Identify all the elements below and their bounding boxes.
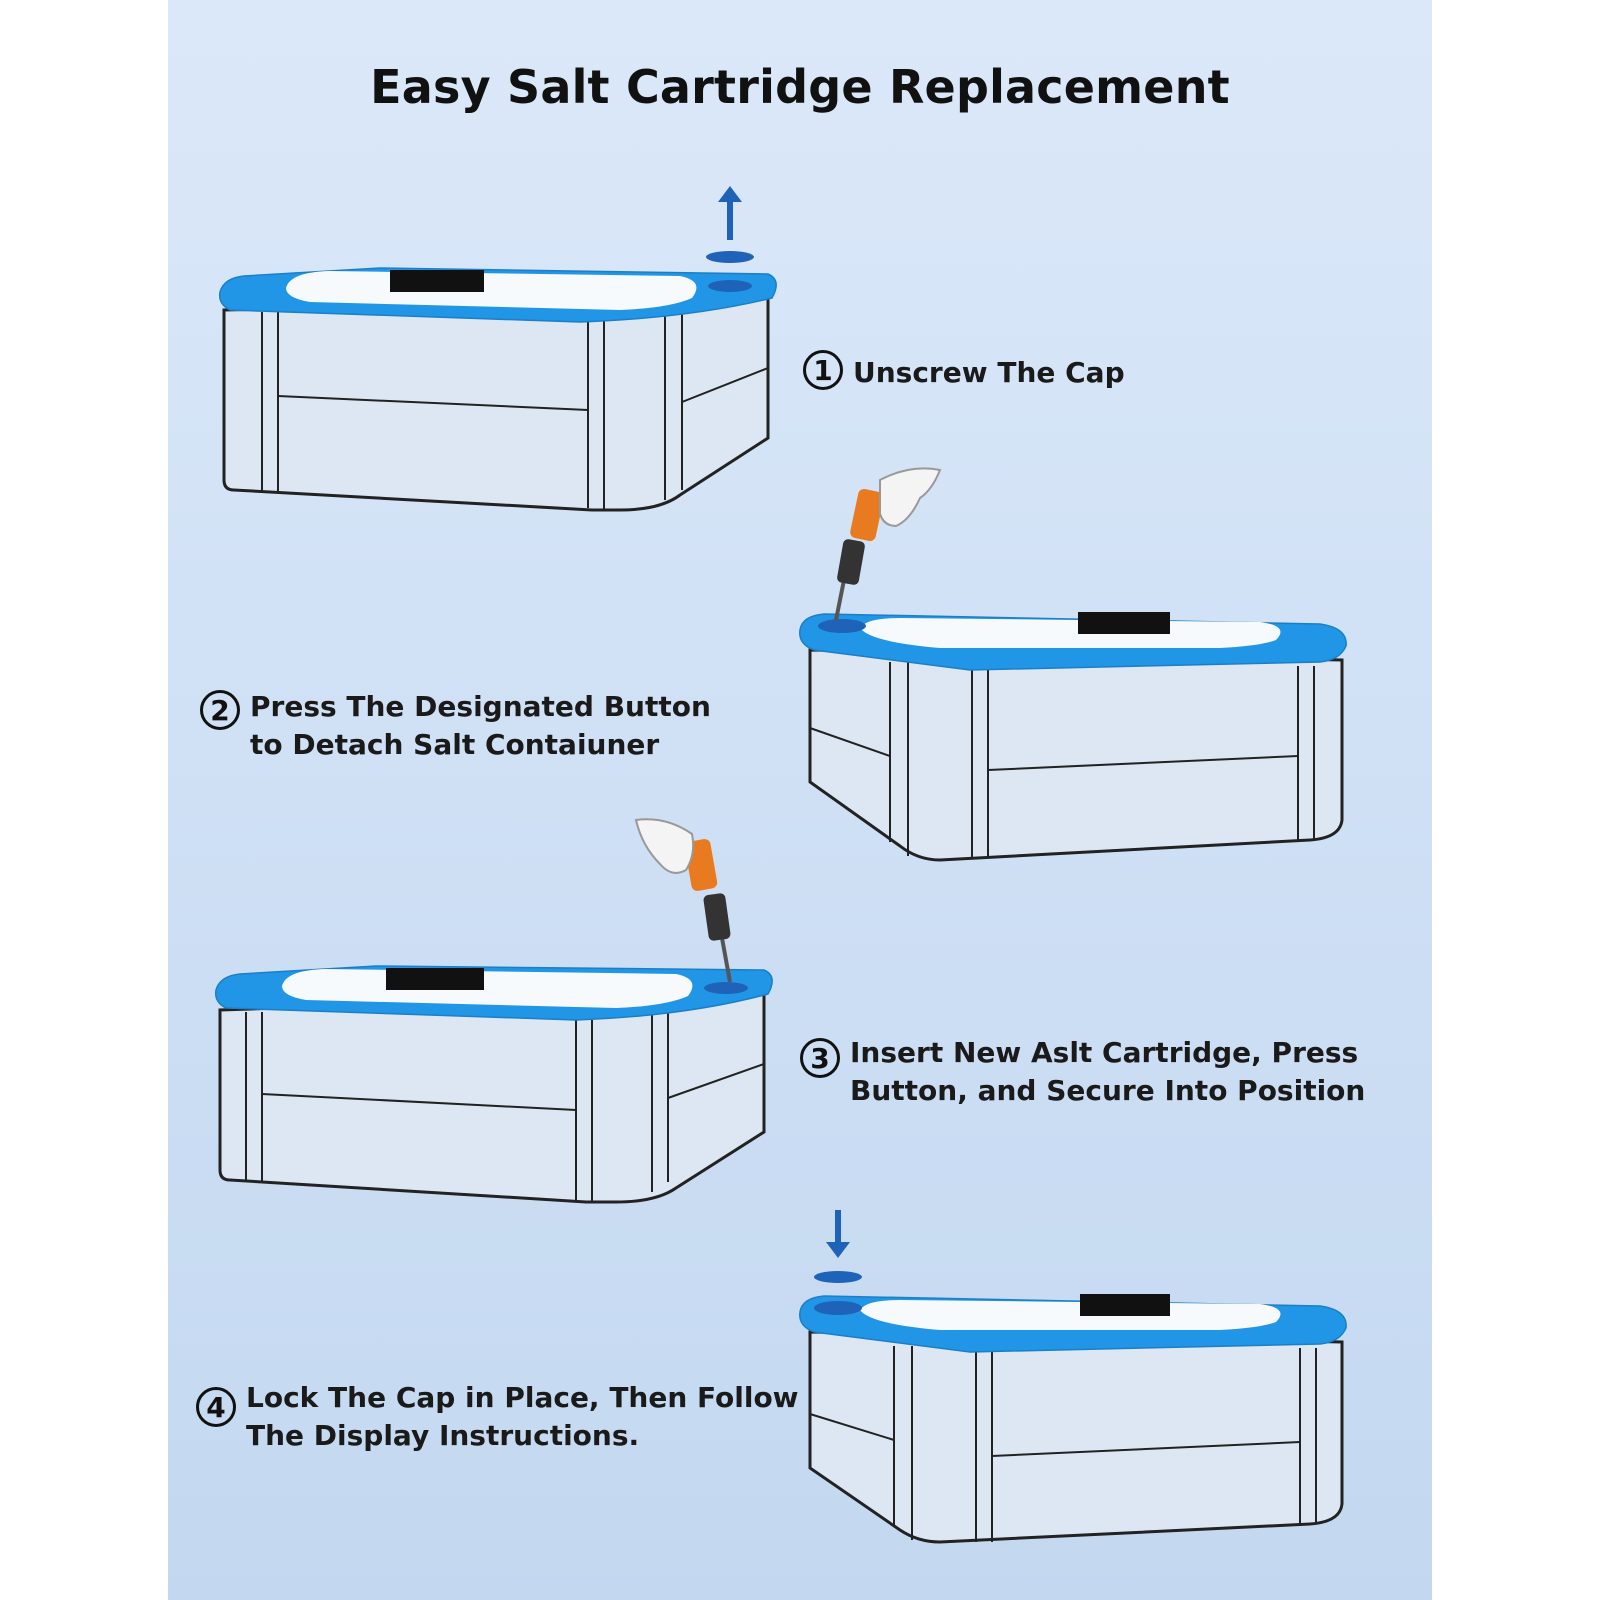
cap-hole-icon — [704, 982, 748, 994]
cartridge-slot-icon — [390, 270, 484, 292]
step-3: 3 Insert New Aslt Cartridge, Press Butto… — [800, 1036, 1365, 1110]
step-number: 2 — [200, 690, 240, 730]
hot-tub-illustration-1 — [218, 186, 777, 512]
step-1: 1 Unscrew The Cap — [803, 350, 1125, 392]
cartridge-slot-icon — [1078, 612, 1170, 634]
cartridge-slot-icon — [1080, 1294, 1170, 1316]
step-number: 3 — [800, 1038, 840, 1078]
step-text: Press The Designated Button to Detach Sa… — [250, 690, 711, 761]
hot-tub-illustration-2 — [799, 467, 1347, 862]
step-2: 2 Press The Designated Button to Detach … — [200, 690, 711, 764]
step-4: 4 Lock The Cap in Place, Then Follow The… — [196, 1381, 799, 1455]
gloved-hand-tool-icon — [834, 467, 942, 621]
arrow-up-icon — [718, 186, 742, 240]
cap-icon — [814, 1271, 862, 1283]
cap-hole-icon — [818, 619, 866, 633]
step-text: Insert New Aslt Cartridge, Press Button,… — [850, 1036, 1366, 1107]
step-text: Lock The Cap in Place, Then Follow The D… — [246, 1381, 799, 1452]
arrow-down-icon — [826, 1210, 850, 1258]
cartridge-slot-icon — [386, 968, 484, 990]
gloved-hand-tool-icon — [634, 818, 732, 983]
step-number: 4 — [196, 1387, 236, 1427]
hot-tub-illustration-3 — [214, 818, 773, 1204]
page-title: Easy Salt Cartridge Replacement — [370, 60, 1230, 114]
hot-tub-illustration-4 — [799, 1210, 1347, 1544]
cap-hole-icon — [708, 280, 752, 292]
cap-hole-icon — [814, 1301, 862, 1315]
step-text: Unscrew The Cap — [853, 356, 1125, 389]
cap-icon — [706, 251, 754, 263]
step-number: 1 — [803, 350, 843, 390]
